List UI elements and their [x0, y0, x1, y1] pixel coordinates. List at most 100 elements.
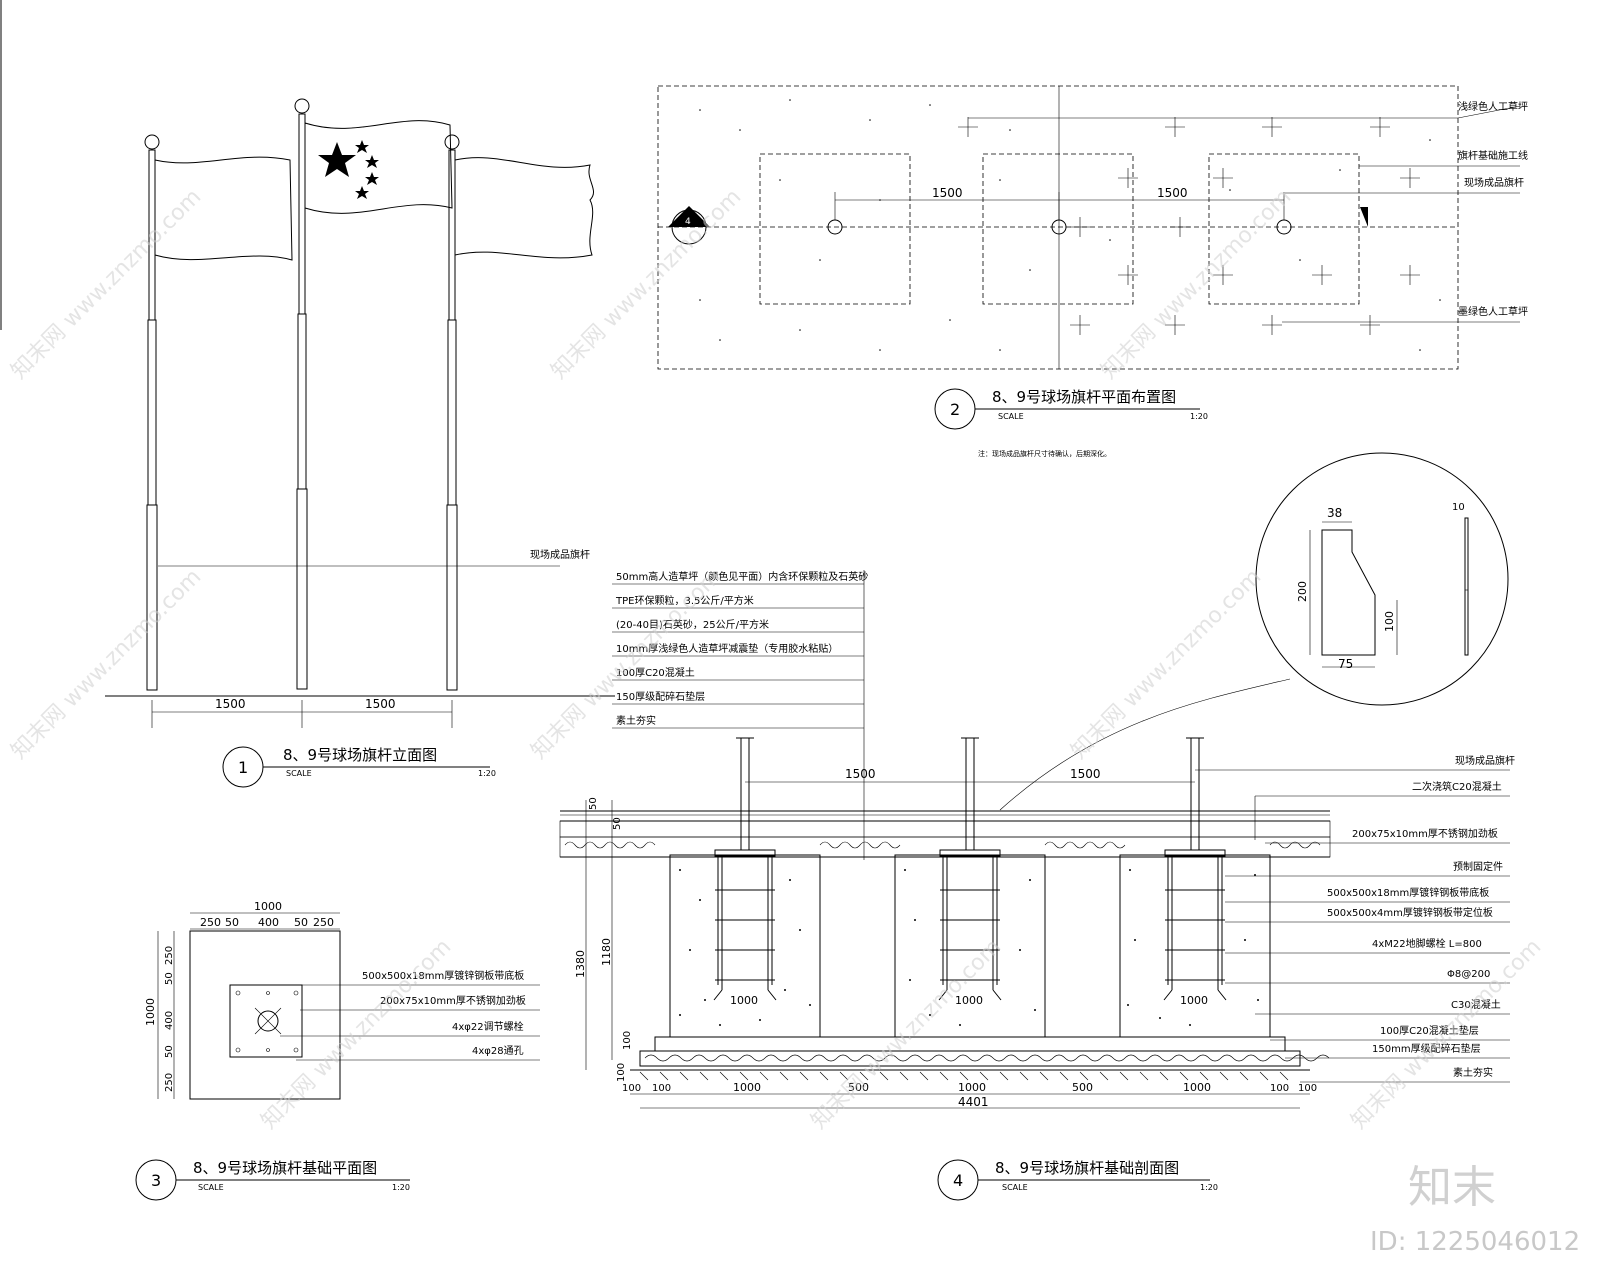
elevation-dim: 1500 [365, 697, 396, 711]
layer-label: 150厚级配碎石垫层 [616, 690, 705, 703]
scale-value: 1:20 [1190, 412, 1208, 421]
svg-text:预制固定件: 预制固定件 [1453, 860, 1503, 873]
svg-text:4xM22地脚螺栓 L=800: 4xM22地脚螺栓 L=800 [1372, 937, 1482, 950]
section-dim: 100 [1298, 1083, 1317, 1094]
svg-text:150mm厚级配碎石垫层: 150mm厚级配碎石垫层 [1372, 1042, 1481, 1055]
scale-label: SCALE [198, 1183, 224, 1192]
flagpole-left [144, 134, 160, 691]
section-dim: 100 [622, 1031, 633, 1050]
layer-label: 素土夯实 [616, 714, 656, 727]
detail-dim: 10 [1452, 502, 1465, 513]
svg-text:知末网 www.znzmo.com: 知末网 www.znzmo.com [527, 564, 727, 764]
flag-star-icon [318, 142, 356, 177]
scale-value: 1:20 [392, 1183, 410, 1192]
stiffener-detail: 38 200 75 100 10 [999, 452, 1509, 811]
plan-dim: 400 [164, 1011, 175, 1030]
flag-star-icon [355, 186, 369, 199]
plan-callout: 4xφ28通孔 [472, 1045, 524, 1057]
layer-label: 100厚C20混凝土 [616, 666, 695, 679]
drawing-title: 8、9号球场旗杆基础平面图 [193, 1159, 377, 1177]
svg-text:100厚C20混凝土垫层: 100厚C20混凝土垫层 [1380, 1024, 1479, 1037]
plan-callout: 200x75x10mm厚不锈钢加劲板 [380, 994, 526, 1007]
plan-dim: 50 [164, 1045, 175, 1058]
soil-hatch [639, 1071, 1289, 1081]
plan-callout: 墨绿色人工草坪 [1458, 305, 1528, 318]
turf-cross-marks [958, 117, 1420, 335]
layer-label: TPE环保颗粒，3.5公斤/平方米 [615, 594, 754, 607]
flagpole-center [294, 98, 310, 690]
plan-total-dim: 1000 [144, 998, 157, 1026]
flag-star-icon [355, 140, 369, 153]
layer-callouts: 50mm高人造草坪（颜色见平面）内含环保颗粒及石英砂 TPE环保颗粒，3.5公斤… [612, 570, 868, 860]
detail-dim: 38 [1327, 506, 1342, 520]
section-dim: 1500 [1070, 767, 1101, 781]
elevation-dim: 1500 [215, 697, 246, 711]
drawing-title: 8、9号球场旗杆平面布置图 [992, 388, 1176, 406]
section-dim: 1000 [1183, 1081, 1211, 1094]
svg-text:素土夯实: 素土夯实 [1453, 1066, 1493, 1079]
elevation-drawing: 现场成品旗杆 1500 1500 1 8、9号球场旗杆立面图 SCALE 1:2… [105, 98, 615, 788]
section-dim: 50 [612, 817, 623, 830]
layer-label: (20-40目)石英砂，25公斤/平方米 [616, 618, 769, 631]
section-mark-arrow-icon [1360, 207, 1368, 227]
detail-dim: 75 [1338, 657, 1353, 671]
plan-callout: 500x500x18mm厚镀锌钢板带底板 [362, 969, 524, 982]
flagpole-section [736, 737, 1204, 850]
drawing-title: 8、9号球场旗杆基础剖面图 [995, 1159, 1179, 1177]
footing-dim: 1000 [1180, 994, 1208, 1007]
foundation-plan-drawing: 1000 250 50 400 50 250 1000 250 50 400 5… [135, 900, 540, 1201]
scale-label: SCALE [998, 412, 1024, 421]
section-dim: 500 [1072, 1081, 1093, 1094]
plan-total-dim: 1000 [254, 900, 282, 913]
svg-text:知末网 www.znzmo.com: 知末网 www.znzmo.com [1097, 184, 1297, 384]
plan-layout-drawing: 1500 1500 4 浅绿色人工草坪 旗杆基础施工线 [657, 85, 1528, 458]
section-dim: 1380 [574, 950, 587, 978]
scale-value: 1:20 [1200, 1183, 1218, 1192]
flag-left [154, 156, 293, 261]
section-mark-icon: 4 [668, 206, 710, 245]
svg-text:知末网 www.znzmo.com: 知末网 www.znzmo.com [1067, 564, 1267, 764]
svg-text:500x500x4mm厚镀锌钢板带定位板: 500x500x4mm厚镀锌钢板带定位板 [1327, 906, 1493, 919]
plan-callout: 现场成品旗杆 [1464, 176, 1524, 189]
plan-dim: 250 [200, 916, 221, 929]
section-dim: 1500 [845, 767, 876, 781]
section-right-callouts: 现场成品旗杆 二次浇筑C20混凝土 200x75x10mm厚不锈钢加劲板 预制固… [1195, 754, 1515, 1083]
plan-dim: 400 [258, 916, 279, 929]
plan-dim: 1500 [932, 186, 963, 200]
section-dim: 100 [1270, 1083, 1289, 1094]
footing-dim: 1000 [730, 994, 758, 1007]
section-total-dim: 4401 [958, 1095, 989, 1109]
plan-callout: 4xφ22调节螺栓 [452, 1020, 524, 1033]
drawing-number: 4 [953, 1171, 963, 1190]
drawing-number: 3 [151, 1171, 161, 1190]
flag-star-icon [365, 172, 379, 185]
drawing-number: 2 [950, 400, 960, 419]
turf-speckle [699, 99, 1441, 351]
concrete-stipple [679, 869, 1259, 1026]
drawing-title: 8、9号球场旗杆立面图 [283, 746, 437, 764]
section-dim: 1180 [600, 938, 613, 966]
watermark: 知末网 www.znzmo.com 知末网 www.znzmo.com 知末网 … [7, 184, 1547, 1134]
svg-text:200x75x10mm厚不锈钢加劲板: 200x75x10mm厚不锈钢加劲板 [1352, 827, 1498, 840]
plan-dim: 250 [313, 916, 334, 929]
section-dim: 1000 [958, 1081, 986, 1094]
scale-value: 1:20 [478, 769, 496, 778]
concrete-footing [1119, 854, 1271, 1038]
section-dim: 500 [848, 1081, 869, 1094]
plan-dim: 250 [164, 1073, 175, 1092]
svg-text:500x500x18mm厚镀锌钢板带底板: 500x500x18mm厚镀锌钢板带底板 [1327, 886, 1489, 899]
section-dim: 100 [622, 1083, 641, 1094]
section-dim: 100 [616, 1063, 627, 1082]
plan-dim: 50 [294, 916, 308, 929]
scale-label: SCALE [1002, 1183, 1028, 1192]
flag-star-icon [365, 155, 379, 168]
flag-right [454, 157, 595, 259]
section-dim: 100 [652, 1083, 671, 1094]
footing-dim: 1000 [955, 994, 983, 1007]
svg-text:知末网 www.znzmo.com: 知末网 www.znzmo.com [7, 564, 207, 764]
svg-text:4: 4 [685, 217, 691, 227]
concrete-footing [669, 854, 821, 1038]
plan-dim: 1500 [1157, 186, 1188, 200]
brand-logo: 知末 [1408, 1162, 1496, 1213]
